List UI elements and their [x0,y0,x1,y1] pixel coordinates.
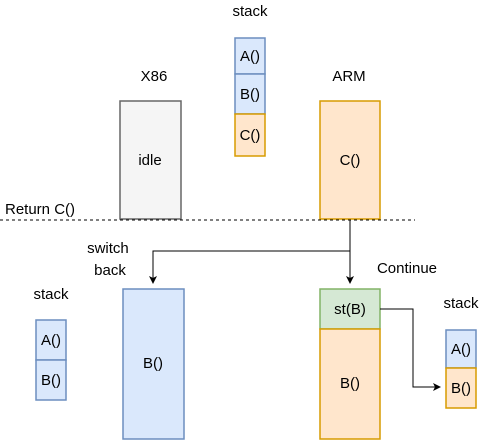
continue-label: Continue [377,260,437,277]
stack-top-label: stack [232,3,268,20]
stack-left-cell-b [35,359,67,401]
st-b-block-label: st(B) [334,301,366,318]
switch-back-label-line2: back [94,262,126,279]
switch-back-arrow [149,220,351,284]
stack-left-cell-a-label: A() [41,332,61,349]
stack-top-cell-c-label: C() [240,127,261,144]
stack-top-cell-a-label: A() [240,48,260,65]
b-arm-block [319,328,381,440]
idle-block-label: idle [138,152,161,169]
c-arm-block [319,100,381,220]
st-b-block [319,288,381,330]
stack-right-cell-b-label: B() [451,380,471,397]
arm-label: ARM [332,68,365,85]
stack-top-cell-c [234,113,266,157]
switch-back-label: switch back [87,240,133,279]
switch-back-label-line1: switch [87,240,129,257]
x86-label: X86 [141,68,168,85]
idle-block [119,100,182,220]
stack-right-cell-a [445,329,477,369]
save-state-arrow [380,308,441,391]
stack-left: A() B() [35,319,67,401]
stack-right: A() B() [445,329,477,409]
stack-left-cell-b-label: B() [41,372,61,389]
stack-right-cell-a-label: A() [451,341,471,358]
stack-right-label: stack [443,295,479,312]
stack-right-cell-b [445,367,477,409]
b-x86-block-label: B() [143,355,163,372]
stack-top: A() B() C() [234,37,266,157]
b-arm-block-label: B() [340,375,360,392]
stack-left-label: stack [33,286,69,303]
stack-left-cell-a [35,319,67,361]
c-arm-block-label: C() [340,152,361,169]
stack-top-cell-b-label: B() [240,86,260,103]
return-c-label: Return C() [5,201,75,218]
b-x86-block [122,288,185,440]
